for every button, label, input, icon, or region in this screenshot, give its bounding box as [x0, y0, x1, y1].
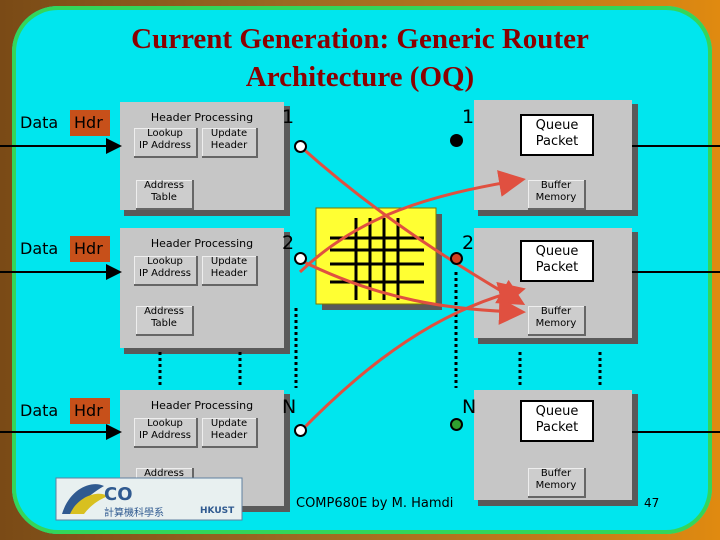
hdr-label: Hdr — [74, 239, 103, 258]
header-processing-label: Header Processing — [150, 237, 254, 250]
queue-packet-box: Queue Packet — [520, 400, 594, 442]
hdr-cell — [70, 110, 110, 136]
queue-packet-box: Queue Packet — [520, 240, 594, 282]
lookup-box: Lookup IP Address — [134, 128, 198, 158]
header-processing-label: Header Processing — [150, 399, 254, 412]
hdr-cell — [70, 236, 110, 262]
data-cell — [16, 110, 68, 136]
input-port-number: 1 — [282, 106, 295, 128]
data-label: Data — [20, 401, 59, 420]
buffer-memory-box: Buffer Memory — [528, 468, 586, 498]
update-box: Update Header — [202, 256, 258, 286]
buffer-memory-box: Buffer Memory — [528, 306, 586, 336]
input-port-number: N — [282, 396, 297, 418]
data-cell — [16, 236, 68, 262]
output-port-number: 1 — [462, 106, 475, 128]
input-port-dot — [294, 140, 307, 153]
update-box: Update Header — [202, 128, 258, 158]
logo-text-cn: 計算機科學系 — [104, 508, 164, 519]
data-label: Data — [20, 113, 59, 132]
logo-text-left: CO — [104, 484, 133, 505]
hdr-label: Hdr — [74, 113, 103, 132]
data-cell — [16, 398, 68, 424]
output-port-dot — [450, 252, 463, 265]
hdr-cell — [70, 398, 110, 424]
input-port-dot — [294, 424, 307, 437]
output-port-dot — [450, 134, 463, 147]
input-port-number: 2 — [282, 232, 295, 254]
data-label: Data — [20, 239, 59, 258]
output-port-number: 2 — [462, 232, 475, 254]
page-number: 47 — [644, 496, 660, 510]
address-table-box: Address Table — [136, 306, 194, 336]
input-port-dot — [294, 252, 307, 265]
address-table-box: Address Table — [136, 180, 194, 210]
lookup-box: Lookup IP Address — [134, 418, 198, 448]
department-logo — [55, 477, 243, 521]
buffer-memory-box: Buffer Memory — [528, 180, 586, 210]
switch-fabric — [315, 207, 437, 305]
routing-arrows — [298, 144, 526, 434]
output-port-dot — [450, 418, 463, 431]
update-box: Update Header — [202, 418, 258, 448]
slide-title-line1: Current Generation: Generic Router — [131, 23, 589, 55]
lookup-box: Lookup IP Address — [134, 256, 198, 286]
slide-title-line2: Architecture (OQ) — [245, 61, 475, 93]
output-port-number: N — [462, 396, 477, 418]
logo-text-right: HKUST — [200, 506, 235, 516]
queue-packet-box: Queue Packet — [520, 114, 594, 156]
header-processing-label: Header Processing — [150, 111, 254, 124]
hdr-label: Hdr — [74, 401, 103, 420]
footer-text: COMP680E by M. Hamdi — [296, 496, 454, 511]
